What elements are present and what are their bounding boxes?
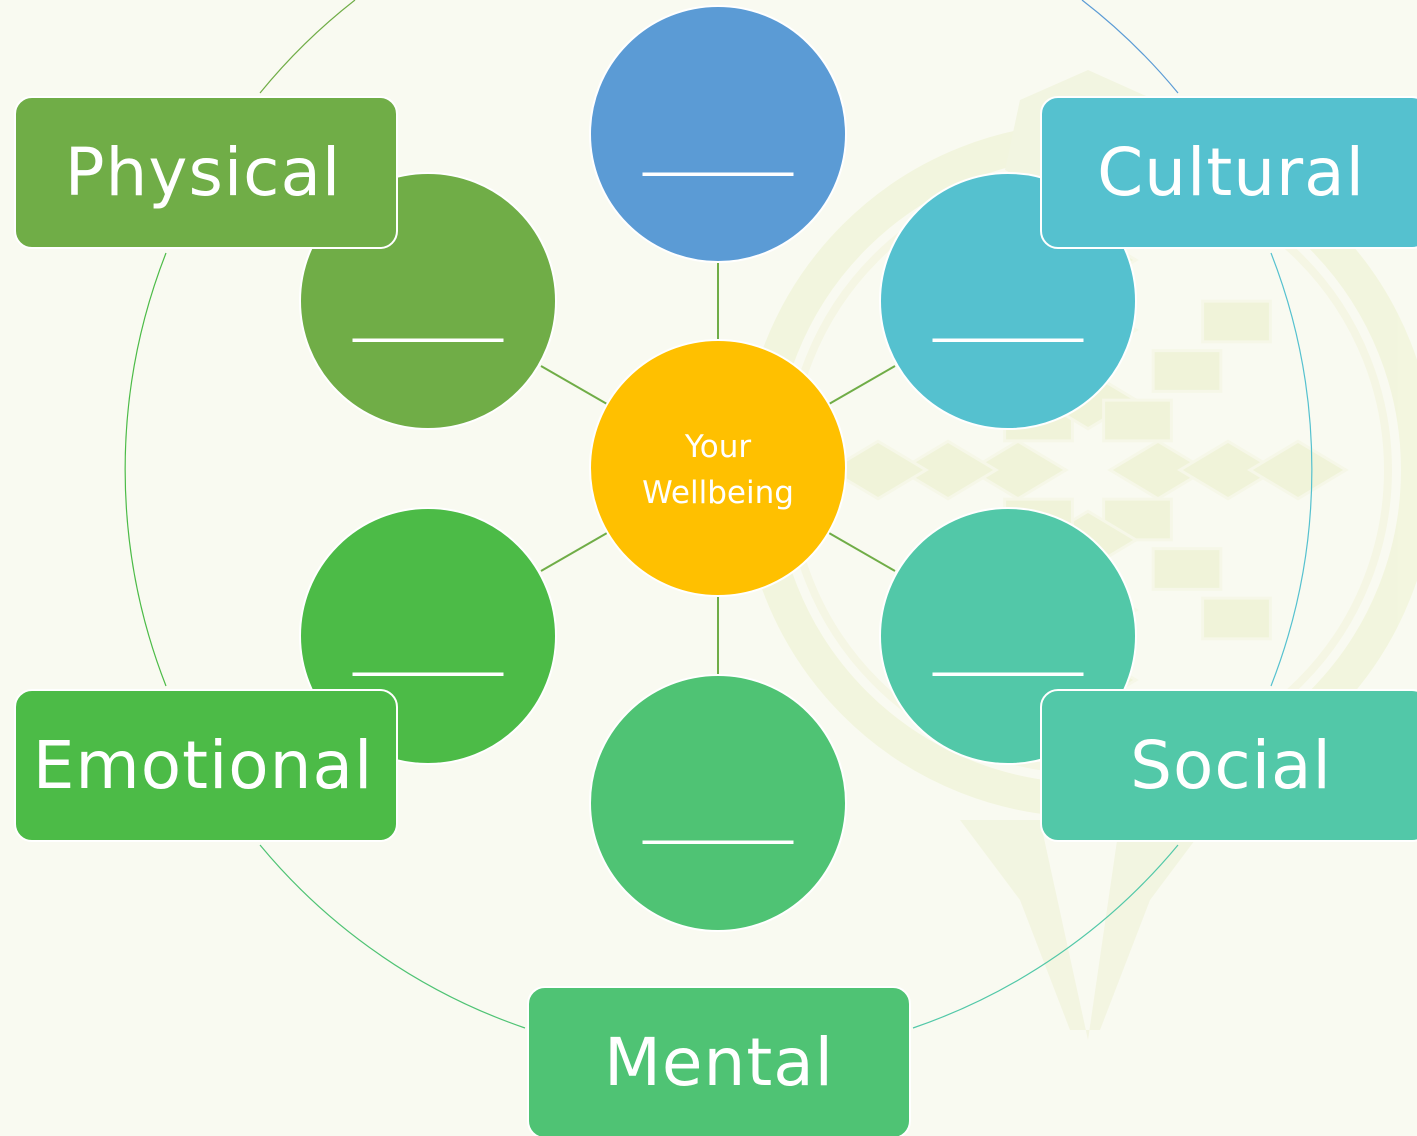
star-diamond [1177,439,1279,501]
domain-box-social: Social [1040,689,1417,842]
domain-box-cultural: Cultural [1040,96,1417,249]
star-diamond [897,439,999,501]
outer-ring [124,0,1313,1029]
domain-label-physical: Physical [64,134,342,211]
blank-lower-right: ______ [932,618,1084,676]
blank-upper-right: ______ [932,284,1084,342]
connector-lower-right [828,532,896,572]
domain-box-mental: Mental [527,986,911,1136]
ring-arc-bottom-left [259,844,526,1029]
connector-upper-left [540,365,608,405]
domain-label-social: Social [1130,727,1332,804]
star-diamond [827,439,929,501]
domain-box-physical: Physical [14,96,398,249]
satellite-top: ______ [589,5,847,263]
ring-arc-right [1270,252,1313,687]
connector-upper-right [828,365,896,405]
blank-lower-left: ______ [352,618,504,676]
domain-label-emotional: Emotional [32,727,374,804]
star-diamond [1151,349,1223,393]
connectors [540,263,896,674]
center-hub: Your Wellbeing [589,339,847,597]
domain-box-emotional: Emotional [14,689,398,842]
star-diamond [1201,299,1272,344]
star-diamond [1247,439,1349,501]
center-label-line2: Wellbeing [642,475,794,511]
ring-arc-top-right [1081,0,1179,94]
ring-arc-bottom-right [912,844,1179,1029]
star-diamond [1107,439,1209,501]
center-label-line1: Your [684,429,751,465]
satellite-bottom: ______ [589,674,847,932]
blank-top: ______ [642,118,794,176]
star-diamond [967,439,1069,501]
connector-lower-left [540,532,608,572]
ring-arc-top-left [259,0,356,94]
domain-label-mental: Mental [603,1024,835,1101]
domain-label-cultural: Cultural [1097,134,1365,211]
blank-bottom: ______ [642,786,794,844]
star-diamond [1102,398,1173,443]
blank-upper-left: ______ [352,284,504,342]
star-diamond [1151,547,1223,591]
ring-arc-left [124,252,167,687]
star-diamond [1201,596,1272,641]
